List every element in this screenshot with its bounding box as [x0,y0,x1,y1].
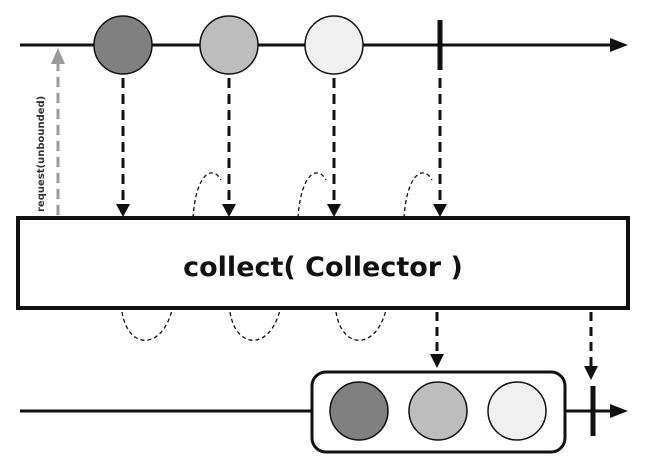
emission-arrows [116,78,447,217]
collected-marble-3 [487,381,547,441]
operator-box: collect( Collector ) [16,216,630,310]
upstream-marble-3 [304,15,364,75]
operator-label: collect( Collector ) [183,252,463,283]
upstream-marble-1 [93,15,153,75]
flow-loops [121,172,433,341]
upstream-marble-2 [199,15,259,75]
request-label: request(unbounded) [36,96,47,212]
upstream-marbles [93,15,364,75]
collected-marble-1 [329,381,389,441]
collected-marble-2 [408,381,468,441]
collected-list [310,370,567,454]
output-arrows [430,312,598,380]
request-arrow [51,48,65,215]
